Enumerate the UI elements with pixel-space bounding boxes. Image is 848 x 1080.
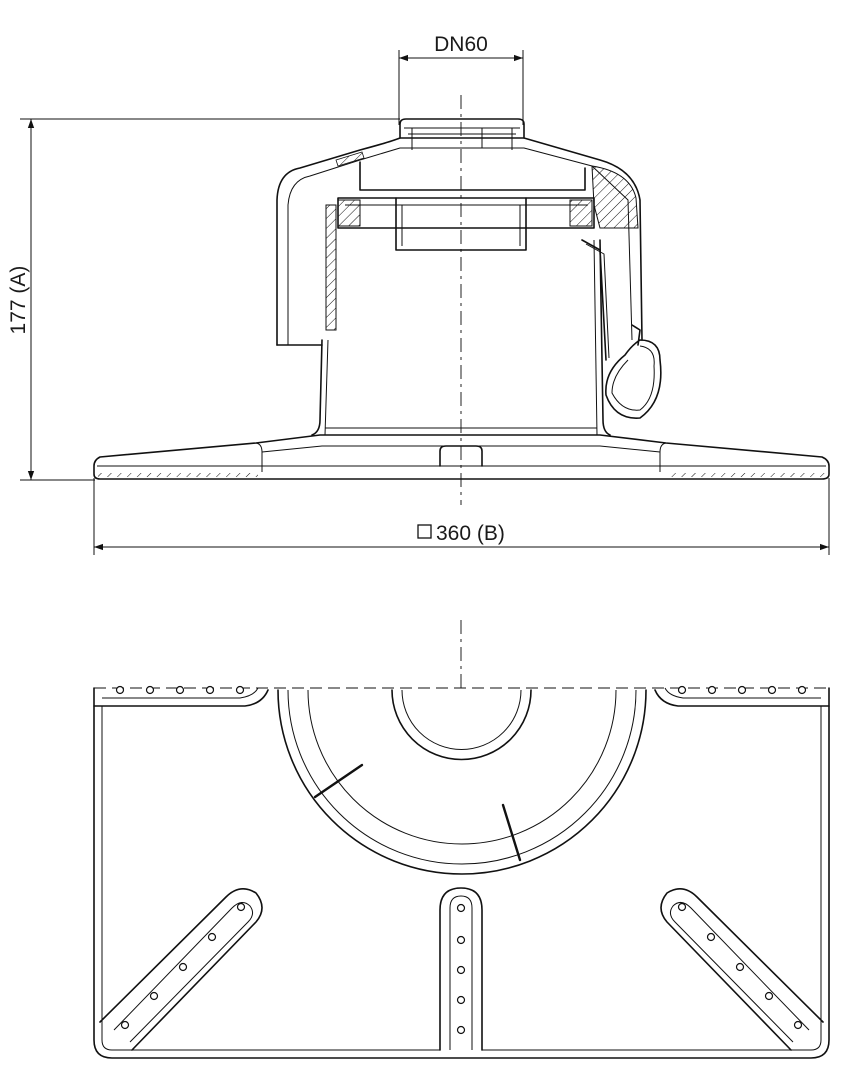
rib-holes (115, 685, 807, 1035)
hole (735, 962, 745, 972)
clamp-collar-right (569, 199, 593, 227)
dome-outer (277, 689, 647, 875)
hood-outer (276, 118, 643, 346)
plan-inner-right (482, 706, 822, 1051)
plan-view (93, 685, 830, 1059)
rib-right-inner (669, 902, 810, 1043)
hole (178, 962, 188, 972)
loop-handle-inner (611, 345, 655, 411)
hole (145, 685, 155, 695)
wire-clip-inner (585, 243, 610, 359)
shoulder-right (654, 689, 830, 707)
hole (677, 685, 687, 695)
flange-hatch-right (666, 473, 826, 477)
shoulder-left-inner (102, 687, 259, 699)
hole (207, 932, 217, 942)
outlet-outer (391, 689, 532, 761)
flange-step-right (659, 442, 667, 472)
dimension-height: 177 (A) (7, 118, 400, 481)
hole (767, 685, 777, 695)
flange-hatch-left (98, 473, 258, 477)
hood-inner (287, 147, 633, 345)
plan-inner-left (101, 706, 440, 1051)
rib-left (99, 888, 263, 1051)
base-flange (93, 434, 830, 480)
inner-chamber (359, 161, 586, 191)
rib-right (660, 888, 824, 1051)
dn60-label: DN60 (434, 33, 488, 56)
dome-ring (307, 689, 617, 845)
drain-insert (395, 197, 527, 251)
hole (205, 685, 215, 695)
body-wall-right-inner (593, 239, 598, 436)
hole (456, 935, 466, 945)
outlet-inner (401, 689, 522, 750)
hole (235, 685, 245, 695)
cut-mark-left (313, 763, 364, 799)
rib-center-inner (449, 895, 473, 1050)
hood-hatch-left (325, 204, 337, 331)
hole (707, 685, 717, 695)
hole (236, 902, 246, 912)
hole (456, 903, 466, 913)
hole (764, 991, 774, 1001)
plan-outline (93, 687, 830, 1059)
width-label: 360 (B) (436, 522, 505, 545)
cut-mark-right (501, 803, 522, 862)
height-label: 177 (A) (7, 266, 30, 335)
loop-hook (631, 324, 641, 346)
body-wall-left-inner (324, 339, 329, 436)
hole (456, 995, 466, 1005)
hood-cap-hatch (335, 151, 365, 167)
hole (797, 685, 807, 695)
clamp-ring (337, 197, 595, 229)
dimension-dn60: DN60 (398, 33, 524, 125)
clamp-collar-left (337, 199, 361, 227)
dome-inner (287, 689, 637, 865)
hole (677, 902, 687, 912)
drain-boss (439, 445, 483, 467)
shoulder-left (93, 689, 269, 707)
loop-handle (605, 339, 662, 419)
rib-center (439, 887, 483, 1051)
hole (706, 932, 716, 942)
hole (120, 1020, 130, 1030)
flange-step-left (255, 442, 263, 472)
hole (456, 965, 466, 975)
rib-left-inner (113, 902, 254, 1043)
square-symbol-icon (417, 524, 432, 539)
hole (149, 991, 159, 1001)
hole (737, 685, 747, 695)
hole (175, 685, 185, 695)
body-wall-right (599, 239, 611, 436)
spigot-lip (404, 127, 520, 135)
shoulder-right-inner (664, 687, 821, 699)
hole (115, 685, 125, 695)
hole (793, 1020, 803, 1030)
dimension-width: 360 (B) (93, 478, 830, 555)
hood-hatch-right (591, 165, 639, 229)
wire-clip (581, 239, 607, 361)
hole (456, 1025, 466, 1035)
section-view (93, 118, 830, 480)
body-wall-left (311, 339, 323, 436)
